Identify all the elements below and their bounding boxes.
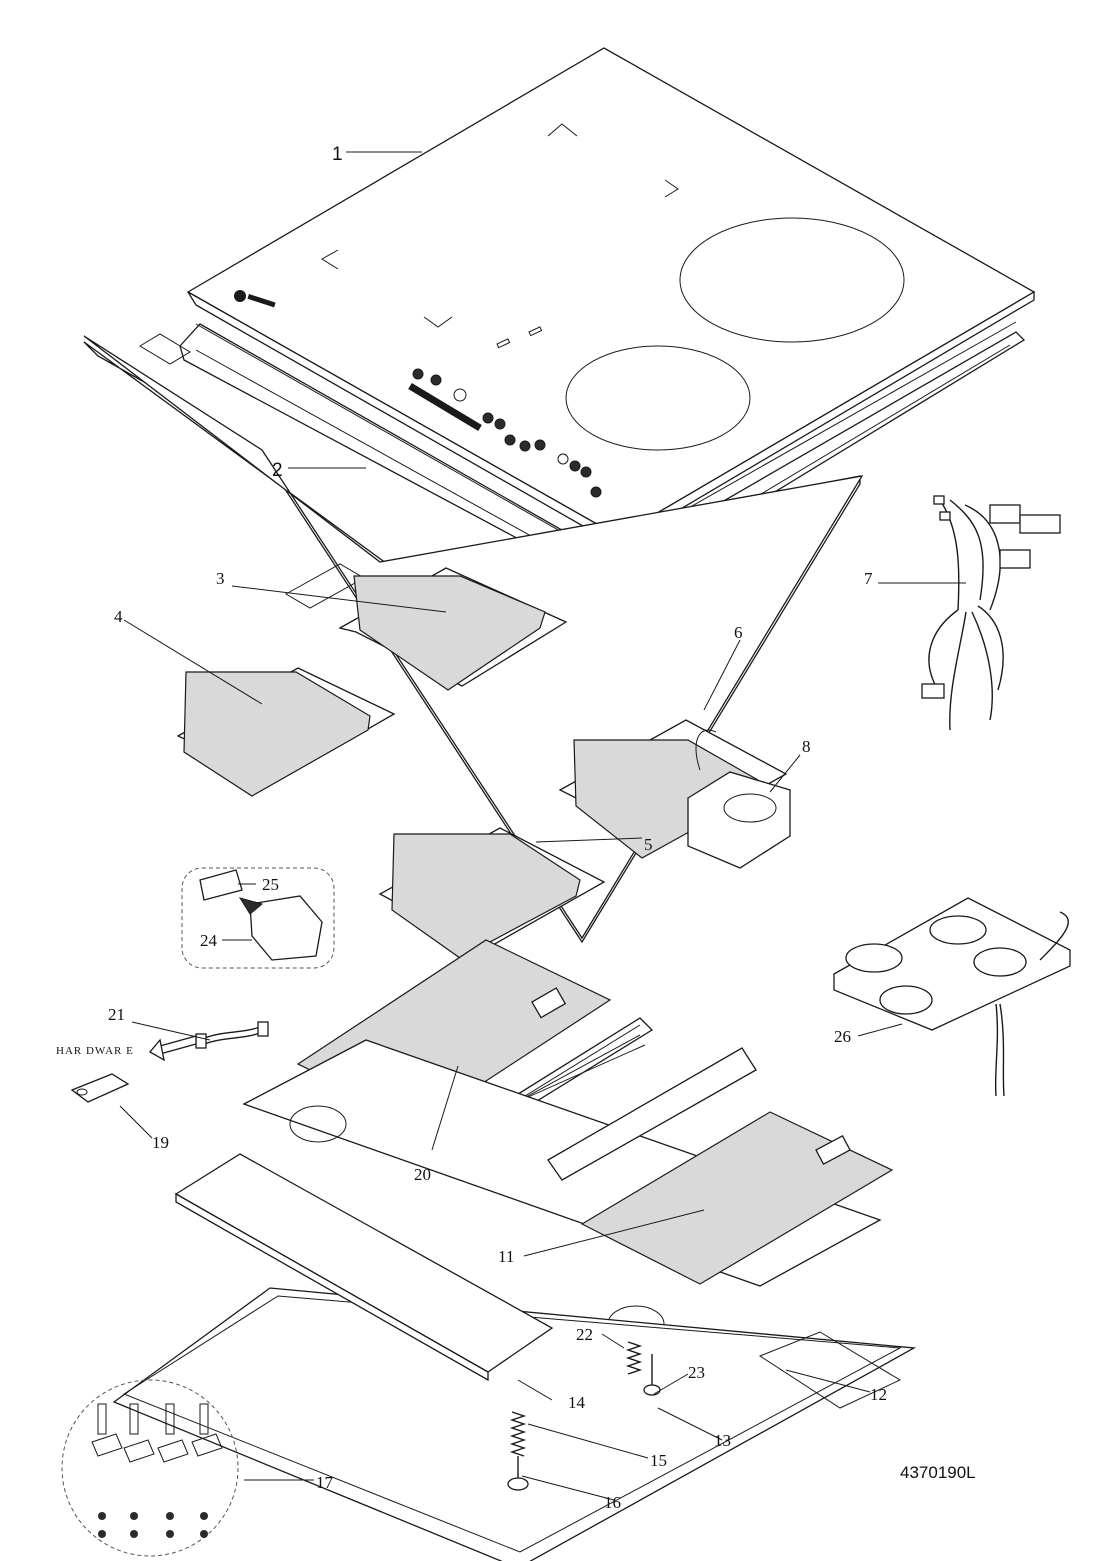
callout-3: 3 [216, 569, 225, 588]
callout-5: 5 [644, 835, 653, 854]
callout-16: 16 [604, 1493, 621, 1512]
part-14-control-board [174, 1153, 554, 1382]
callout-24: 24 [200, 931, 218, 950]
drawing-reference: 4370190L [900, 1463, 976, 1482]
callout-23: 23 [688, 1363, 705, 1382]
callout-26: 26 [834, 1027, 851, 1046]
control-panel-symbols [408, 368, 602, 498]
part-13-bottom-casing [112, 1287, 917, 1561]
callout-20: 20 [414, 1165, 431, 1184]
brand-logo [234, 290, 276, 308]
callout-1: 1 [332, 144, 343, 165]
part-19-clip [70, 1073, 130, 1103]
callout-21: 21 [108, 1005, 125, 1024]
callout-19: 19 [152, 1133, 169, 1152]
part-11-power-board [547, 1047, 894, 1285]
part-8-cooling-fan [687, 729, 791, 869]
part-7-wiring-harness [921, 495, 1061, 731]
part-3-induction-coil [338, 567, 568, 691]
callout-25: 25 [262, 875, 279, 894]
callout-8: 8 [802, 737, 811, 756]
part-5-induction-coil [378, 827, 606, 959]
callout-13: 13 [714, 1431, 731, 1450]
part-22-spring [625, 1341, 643, 1375]
callout-4: 4 [114, 607, 123, 626]
callout-17: 17 [316, 1473, 334, 1492]
callout-12: 12 [870, 1385, 887, 1404]
part-24-25-group [181, 867, 335, 969]
callout-2: 2 [272, 460, 283, 481]
hardware-label: HAR DWAR E [56, 1045, 134, 1057]
part-21-cable [195, 1021, 269, 1049]
part-26-assembly [833, 897, 1071, 1097]
callout-15: 15 [650, 1451, 667, 1470]
part-17-hardware-kit [61, 1379, 239, 1557]
callout-6: 6 [734, 623, 743, 642]
part-16-foot [507, 1456, 529, 1491]
callout-7: 7 [864, 569, 873, 588]
callout-22: 22 [576, 1325, 593, 1344]
part-4-induction-coil [176, 667, 396, 797]
callout-11: 11 [498, 1247, 514, 1266]
hardware-arrow-icon [149, 1035, 197, 1062]
callout-14: 14 [568, 1393, 586, 1412]
part-15-spring [509, 1411, 527, 1457]
part-1-glass-top [186, 47, 1036, 548]
leader-lines [119, 151, 966, 1501]
